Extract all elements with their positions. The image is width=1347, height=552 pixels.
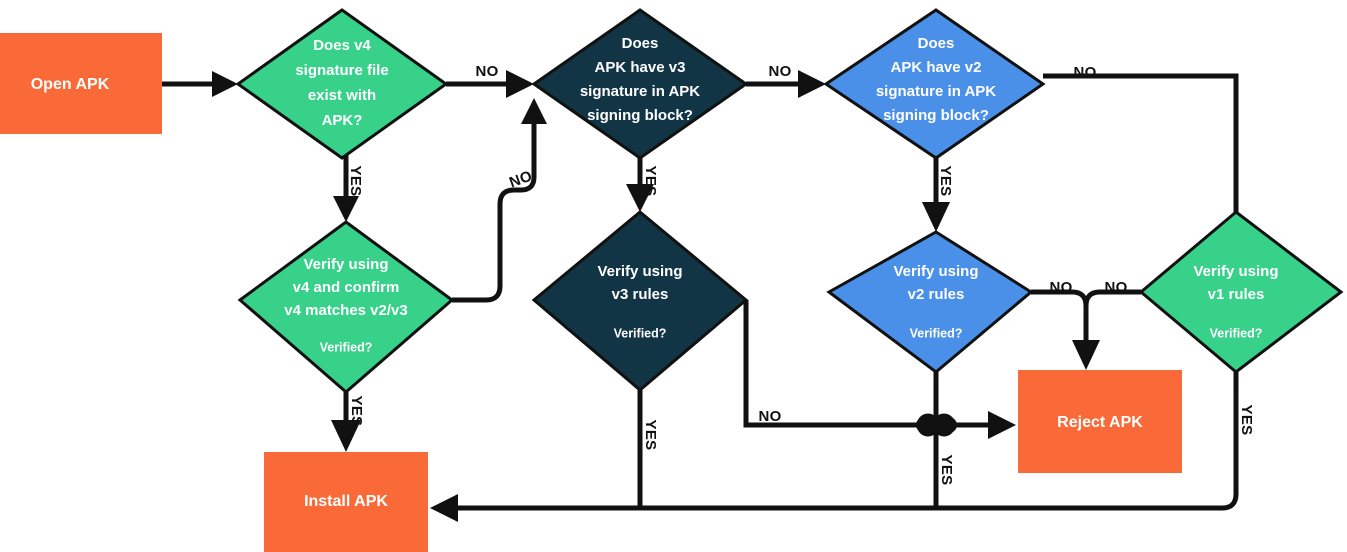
- arrowhead-open-to-v4exists: [212, 71, 238, 97]
- edge-label-v3exists-yes: YES: [642, 166, 659, 197]
- node-install-apk[interactable]: Install APK: [264, 452, 428, 552]
- arrowhead-v2exists-yes: [922, 202, 950, 232]
- verify-v4-diamond[interactable]: [237, 220, 455, 394]
- arrowhead-v3exists-no: [798, 70, 826, 98]
- node-verify-v2[interactable]: Verify using v2 rules Verified?: [826, 230, 1034, 374]
- edge-label-verifyv3-no: NO: [758, 408, 781, 425]
- edge-label-v2exists-no: NO: [1073, 64, 1096, 81]
- edge-label-verifyv3-yes: YES: [642, 420, 659, 451]
- edge-verifyv4-no: [452, 112, 537, 303]
- v3-exists-diamond[interactable]: [531, 8, 749, 160]
- edge-labels-layer: NO YES NO YES NO YES NO YES NO YES NO NO…: [347, 63, 1255, 485]
- edge-label-verifyv4-yes: YES: [348, 396, 365, 427]
- reject-apk-box[interactable]: [1018, 370, 1182, 473]
- node-reject-apk[interactable]: Reject APK: [1018, 370, 1182, 473]
- node-v2-exists[interactable]: Does APK have v2 signature in APK signin…: [823, 8, 1046, 160]
- edge-verifyv1-yes: [448, 372, 1239, 511]
- verify-v1-diamond[interactable]: [1138, 210, 1344, 374]
- edge-verifyv1-no: [1083, 289, 1141, 330]
- edge-label-v2exists-yes: YES: [937, 166, 954, 197]
- line-hop-left: [916, 416, 938, 434]
- arrowhead-v3exists-yes: [626, 184, 654, 212]
- arrowhead-verifyv4-yes: [331, 420, 361, 452]
- verify-v2-diamond[interactable]: [826, 230, 1034, 374]
- v4-exists-diamond[interactable]: [235, 8, 449, 160]
- arrowhead-v4exists-yes: [333, 196, 359, 222]
- open-apk-box[interactable]: [0, 33, 162, 134]
- arrowhead-verifyv3-yes: [430, 494, 458, 522]
- edge-label-v4exists-yes: YES: [347, 166, 364, 197]
- edge-verifyv3-yes: [448, 390, 643, 511]
- node-v3-exists[interactable]: Does APK have v3 signature in APK signin…: [531, 8, 749, 160]
- arrowhead-verifyv4-no: [521, 98, 547, 124]
- edge-label-v3exists-no: NO: [768, 63, 791, 80]
- verify-v3-diamond[interactable]: [531, 210, 749, 392]
- arrowhead-v4exists-no: [506, 70, 534, 98]
- edge-label-v4exists-no: NO: [475, 63, 498, 80]
- edge-label-verifyv4-no: NO: [507, 168, 535, 192]
- node-v4-exists[interactable]: Does v4 signature file exist with APK?: [235, 8, 449, 160]
- edge-label-verifyv2-yes: YES: [938, 455, 955, 486]
- edge-label-verifyv1-yes: YES: [1238, 405, 1255, 436]
- v2-exists-diamond[interactable]: [823, 8, 1046, 160]
- install-apk-box[interactable]: [264, 452, 428, 552]
- arrowhead-verifyv2-no: [1072, 340, 1100, 370]
- node-verify-v3[interactable]: Verify using v3 rules Verified?: [531, 210, 749, 392]
- edge-verifyv3-no: [743, 300, 1000, 428]
- edge-v2exists-no: [1043, 73, 1239, 212]
- arrowhead-verifyv3-no: [988, 411, 1016, 439]
- node-verify-v4[interactable]: Verify using v4 and confirm v4 matches v…: [237, 220, 455, 394]
- node-open-apk[interactable]: Open APK: [0, 33, 162, 134]
- edges-layer: [162, 70, 1239, 522]
- edge-label-verifyv1-no: NO: [1104, 279, 1127, 296]
- edge-label-verifyv2-no: NO: [1049, 279, 1072, 296]
- line-hop-right: [935, 416, 957, 434]
- node-verify-v1[interactable]: Verify using v1 rules Verified?: [1138, 210, 1344, 374]
